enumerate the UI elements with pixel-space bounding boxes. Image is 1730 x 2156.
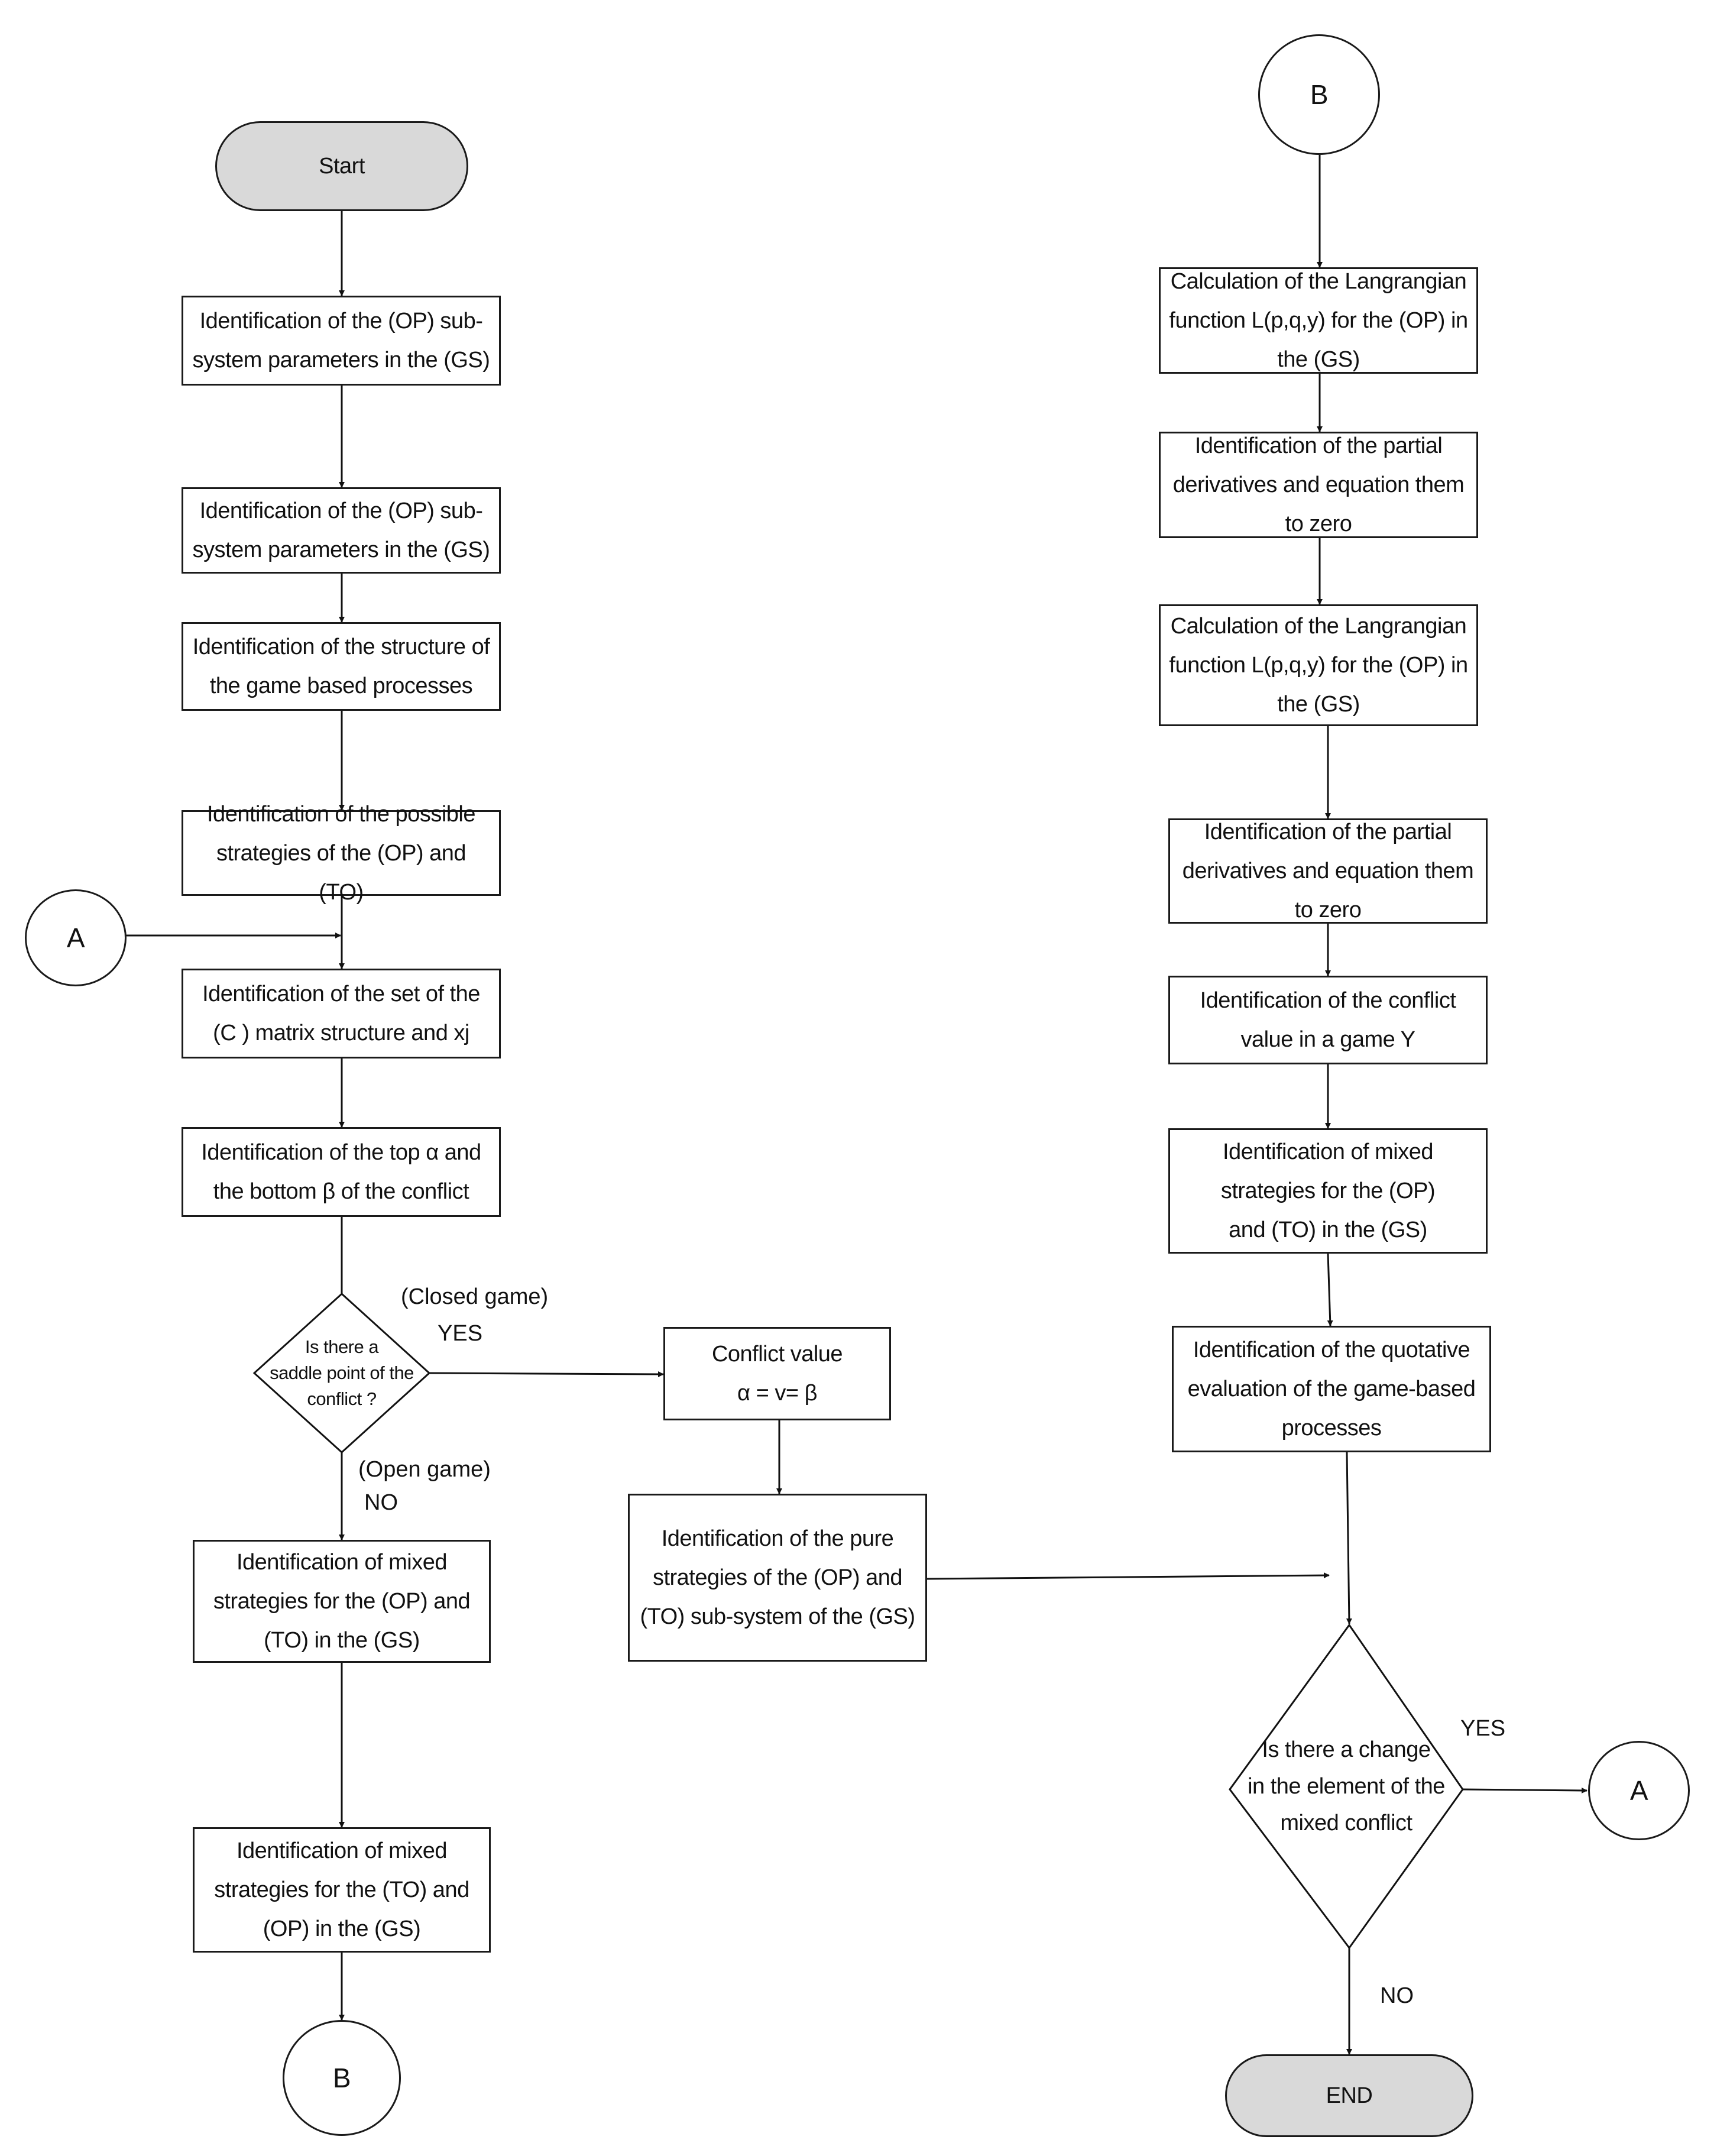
line: Identification of the pure bbox=[661, 1526, 894, 1551]
line: (TO) sub-system of the (GS) bbox=[640, 1604, 915, 1629]
line: derivatives and equation them bbox=[1172, 472, 1465, 497]
label-open-game: (Open game) bbox=[358, 1457, 491, 1482]
connector-b-bottom: B bbox=[283, 2020, 401, 2136]
process-mixed-strategies-to-op: Identification of mixed strategies for th… bbox=[193, 1827, 491, 1953]
line: (C ) matrix structure and xj bbox=[213, 1021, 469, 1045]
line: Conflict value bbox=[711, 1342, 843, 1367]
line: the (GS) bbox=[1277, 692, 1360, 717]
process-conflict-value: Conflict value α = v= β bbox=[663, 1327, 891, 1420]
connector-a-left: A bbox=[25, 889, 127, 986]
decision-saddle-text: Is there a saddle point of the conflict ? bbox=[254, 1294, 429, 1452]
label-closed-game: (Closed game) bbox=[401, 1284, 549, 1309]
line: Calculation of the Langrangian bbox=[1170, 614, 1467, 639]
process-identify-structure: Identification of the structure of the ga… bbox=[182, 622, 501, 711]
line: strategies of the (OP) and bbox=[652, 1565, 903, 1590]
line: (TO) in the (GS) bbox=[264, 1628, 420, 1653]
line: Identification of the quotative bbox=[1193, 1338, 1470, 1362]
end-terminal: END bbox=[1225, 2054, 1473, 2137]
line: Identification of the (OP) sub- bbox=[199, 498, 483, 523]
line: system parameters in the (GS) bbox=[192, 538, 490, 562]
start-terminal: Start bbox=[215, 121, 468, 211]
line: mixed conflict bbox=[1280, 1811, 1412, 1835]
process-identify-top-bottom: Identification of the top α and the botto… bbox=[182, 1127, 501, 1217]
decision-change-text: Is there a change in the element of the mi… bbox=[1230, 1625, 1463, 1948]
line: Identification of the partial bbox=[1194, 433, 1443, 458]
start-label: Start bbox=[319, 154, 365, 179]
line: (OP) in the (GS) bbox=[263, 1917, 421, 1941]
label-no-saddle: NO bbox=[364, 1490, 398, 1515]
line: Identification of the conflict bbox=[1200, 988, 1456, 1013]
arrow-r7-d2 bbox=[1346, 1452, 1352, 1624]
line: strategies for the (OP) bbox=[1220, 1179, 1436, 1203]
process-mixed-strategies-right: Identification of mixed strategies for th… bbox=[1168, 1128, 1488, 1254]
process-calc-lagrangian-2: Calculation of the Langrangian function L… bbox=[1159, 604, 1478, 726]
connector-label: A bbox=[66, 922, 85, 953]
line: evaluation of the game-based bbox=[1187, 1377, 1476, 1401]
process-quotative-evaluation: Identification of the quotative evaluatio… bbox=[1172, 1326, 1491, 1452]
line: the bottom β of the conflict bbox=[213, 1179, 469, 1204]
connector-label: B bbox=[332, 2063, 351, 2093]
line: Identification of mixed bbox=[236, 1838, 448, 1863]
line: strategies for the (TO) and bbox=[214, 1877, 469, 1902]
arrow-yes-cv bbox=[429, 1371, 664, 1377]
line: function L(p,q,y) for the (OP) in bbox=[1169, 653, 1468, 678]
line: and (TO) in the (GS) bbox=[1229, 1218, 1427, 1242]
line: to zero bbox=[1294, 898, 1362, 922]
line: the game based processes bbox=[209, 674, 473, 698]
process-partial-derivatives-2: Identification of the partial derivatives… bbox=[1168, 818, 1488, 924]
line: α = v= β bbox=[737, 1381, 817, 1406]
process-identify-op-params-2: Identification of the (OP) sub-system pa… bbox=[182, 487, 501, 574]
line: Identification of mixed bbox=[236, 1550, 448, 1575]
label-yes-change: YES bbox=[1460, 1716, 1506, 1741]
line: function L(p,q,y) for the (OP) in bbox=[1169, 308, 1468, 333]
line: derivatives and equation them bbox=[1182, 859, 1474, 883]
line: Identification of the structure of bbox=[192, 635, 490, 659]
process-identify-possible-strategies: Identification of the possible strategies… bbox=[182, 802, 501, 905]
process-identify-c-matrix: Identification of the set of the (C ) mat… bbox=[182, 969, 501, 1058]
arrow-pure-right bbox=[926, 1572, 1330, 1580]
arrow-d2-A bbox=[1462, 1787, 1588, 1794]
line: processes bbox=[1281, 1416, 1382, 1440]
line: the (GS) bbox=[1277, 347, 1360, 372]
line: Is there a bbox=[304, 1336, 379, 1357]
line: Identification of the (OP) sub- bbox=[199, 309, 483, 334]
connector-a-right: A bbox=[1588, 1741, 1690, 1840]
label-no-change: NO bbox=[1380, 1983, 1414, 2008]
arrow-r6-r7 bbox=[1327, 1253, 1333, 1326]
line: strategies of the (OP) and (TO) bbox=[216, 840, 466, 905]
line: Identification of the set of the bbox=[202, 982, 480, 1006]
line: system parameters in the (GS) bbox=[192, 348, 490, 373]
connector-b-top: B bbox=[1258, 34, 1380, 155]
connector-label: B bbox=[1310, 79, 1329, 110]
line: value in a game Y bbox=[1240, 1027, 1415, 1052]
line: Calculation of the Langrangian bbox=[1170, 269, 1467, 294]
line: Is there a change bbox=[1262, 1737, 1431, 1762]
label-yes-saddle: YES bbox=[438, 1321, 483, 1346]
line: in the element of the bbox=[1248, 1774, 1445, 1799]
line: Identification of the top α and bbox=[201, 1140, 481, 1165]
line: saddle point of the bbox=[270, 1362, 414, 1383]
line: Identification of the partial bbox=[1204, 820, 1452, 844]
line: Identification of the possible bbox=[207, 801, 475, 827]
process-identify-pure-strategies: Identification of the pure strategies of … bbox=[628, 1494, 927, 1662]
line: conflict ? bbox=[307, 1388, 377, 1409]
process-calc-lagrangian-1: Calculation of the Langrangian function L… bbox=[1159, 267, 1478, 374]
process-partial-derivatives-1: Identification of the partial derivatives… bbox=[1159, 432, 1478, 538]
line: to zero bbox=[1285, 512, 1352, 536]
line: strategies for the (OP) and bbox=[213, 1589, 471, 1614]
line: Identification of mixed bbox=[1222, 1139, 1434, 1164]
process-conflict-value-game: Identification of the conflict value in a… bbox=[1168, 976, 1488, 1064]
connector-label: A bbox=[1629, 1775, 1648, 1806]
end-label: END bbox=[1326, 2083, 1373, 2108]
process-mixed-strategies-op-to: Identification of mixed strategies for th… bbox=[193, 1540, 491, 1663]
process-identify-op-params-1: Identification of the (OP) sub-system pa… bbox=[182, 296, 501, 386]
